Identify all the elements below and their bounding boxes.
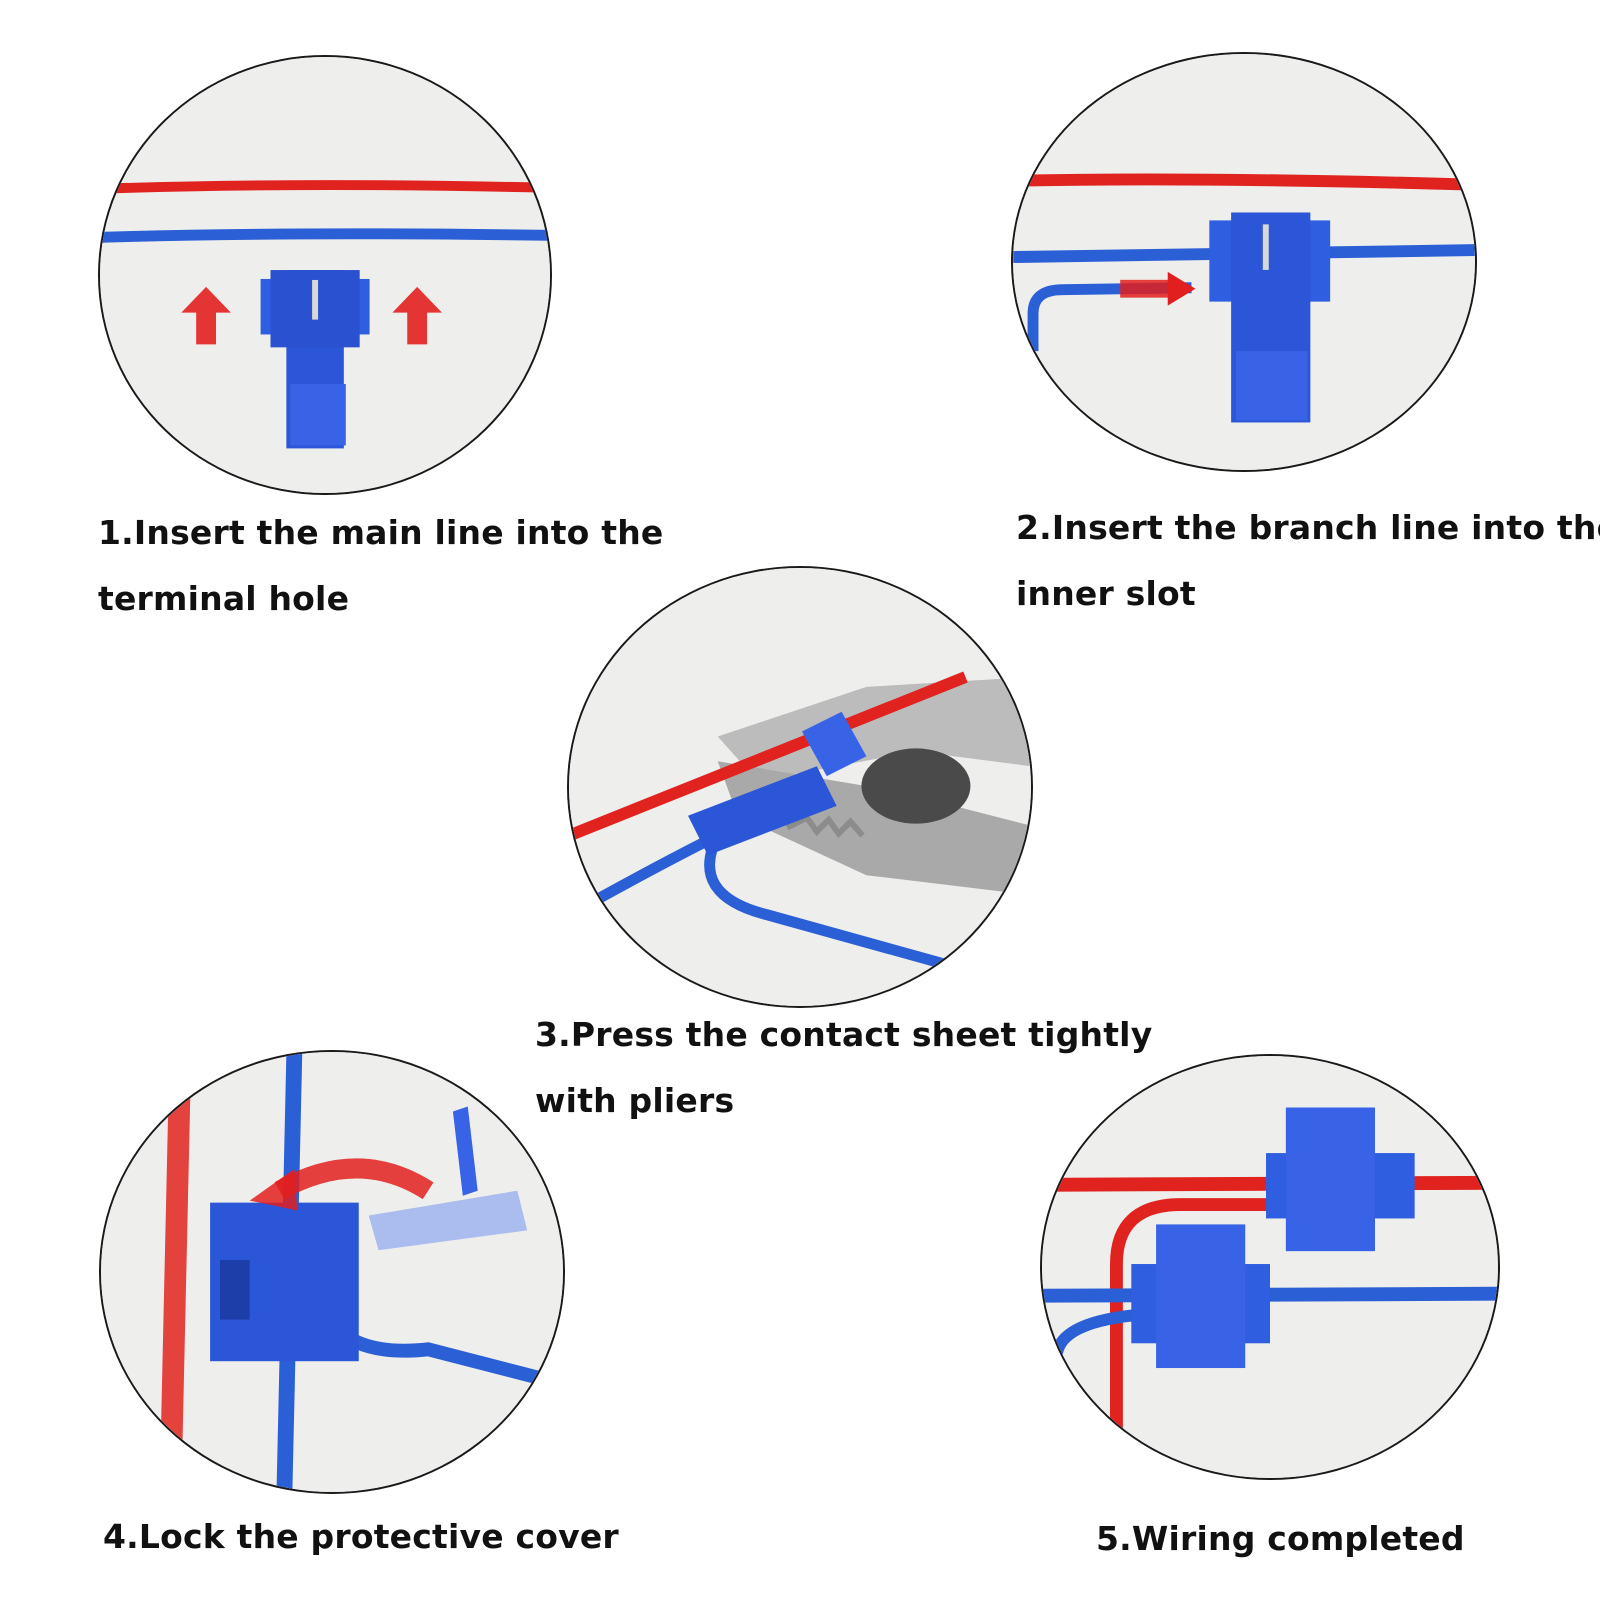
step-2-caption: 2.Insert the branch line into the inner s… [1016,495,1600,627]
branch-line-insertion-illustration [1013,54,1475,470]
step-4-caption-line-1: 4.Lock the protective cover [103,1517,619,1556]
main-line-insertion-illustration [100,57,550,493]
blue-wire [100,234,550,238]
step-1-image [98,55,552,495]
step-2-image [1011,52,1477,472]
lock-cover-illustration [101,1052,563,1492]
red-wire [1013,179,1475,184]
step-1-caption-line-1: 1.Insert the main line into the [98,513,664,552]
step-2-caption-line-1: 2.Insert the branch line into the [1016,508,1600,547]
wiring-completed-illustration [1042,1056,1498,1478]
step-1-caption-line-2: terminal hole [98,579,349,618]
step-3-caption: 3.Press the contact sheet tightly with pl… [535,1002,1152,1134]
step-3-caption-line-2: with pliers [535,1081,734,1120]
red-wire [170,1052,180,1492]
pliers-press-illustration [569,568,1031,1006]
step-5-caption: 5.Wiring completed [1096,1506,1465,1572]
step-1-caption: 1.Insert the main line into the terminal … [98,500,664,632]
step-3-caption-line-1: 3.Press the contact sheet tightly [535,1015,1152,1054]
step-5-image [1040,1054,1500,1480]
step-4-caption: 4.Lock the protective cover [103,1504,619,1570]
step-3-image [567,566,1033,1008]
step-4-image [99,1050,565,1494]
step-2-caption-line-2: inner slot [1016,574,1196,613]
step-5-caption-line-1: 5.Wiring completed [1096,1519,1465,1558]
red-wire [100,185,550,189]
